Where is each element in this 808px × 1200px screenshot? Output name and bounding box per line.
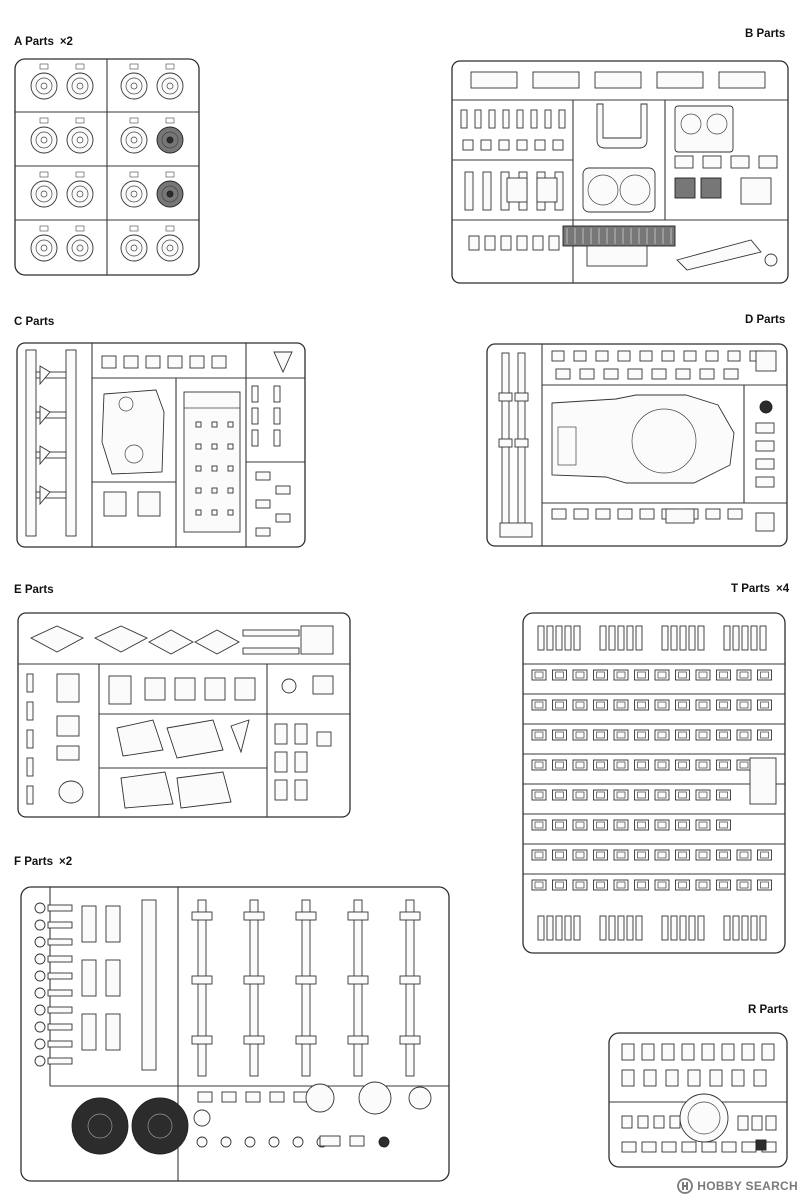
sprue-b-diagram	[451, 60, 789, 284]
sprue-label-d: D Parts	[745, 314, 786, 326]
sprue-r-diagram	[608, 1032, 788, 1168]
sprue-a-diagram	[14, 58, 200, 276]
sprue-label-r: R Parts	[748, 1004, 789, 1016]
sprue-c-diagram	[16, 342, 306, 548]
sprue-label-e: E Parts	[14, 584, 54, 596]
sprue-f-diagram	[20, 886, 450, 1182]
watermark-text: HOBBY SEARCH	[697, 1179, 798, 1193]
hobby-search-logo-icon	[677, 1178, 694, 1194]
sprue-label-t: T Parts×4	[731, 583, 790, 595]
sprue-label-f: F Parts×2	[14, 856, 73, 868]
sprue-t-diagram	[522, 612, 786, 954]
hobby-search-watermark: HOBBY SEARCH	[677, 1178, 798, 1194]
sprue-label-c: C Parts	[14, 316, 55, 328]
sprue-e-diagram	[17, 612, 351, 818]
sprue-label-a: A Parts×2	[14, 36, 73, 48]
sprue-label-b: B Parts	[745, 28, 786, 40]
sprue-d-diagram	[486, 343, 788, 547]
